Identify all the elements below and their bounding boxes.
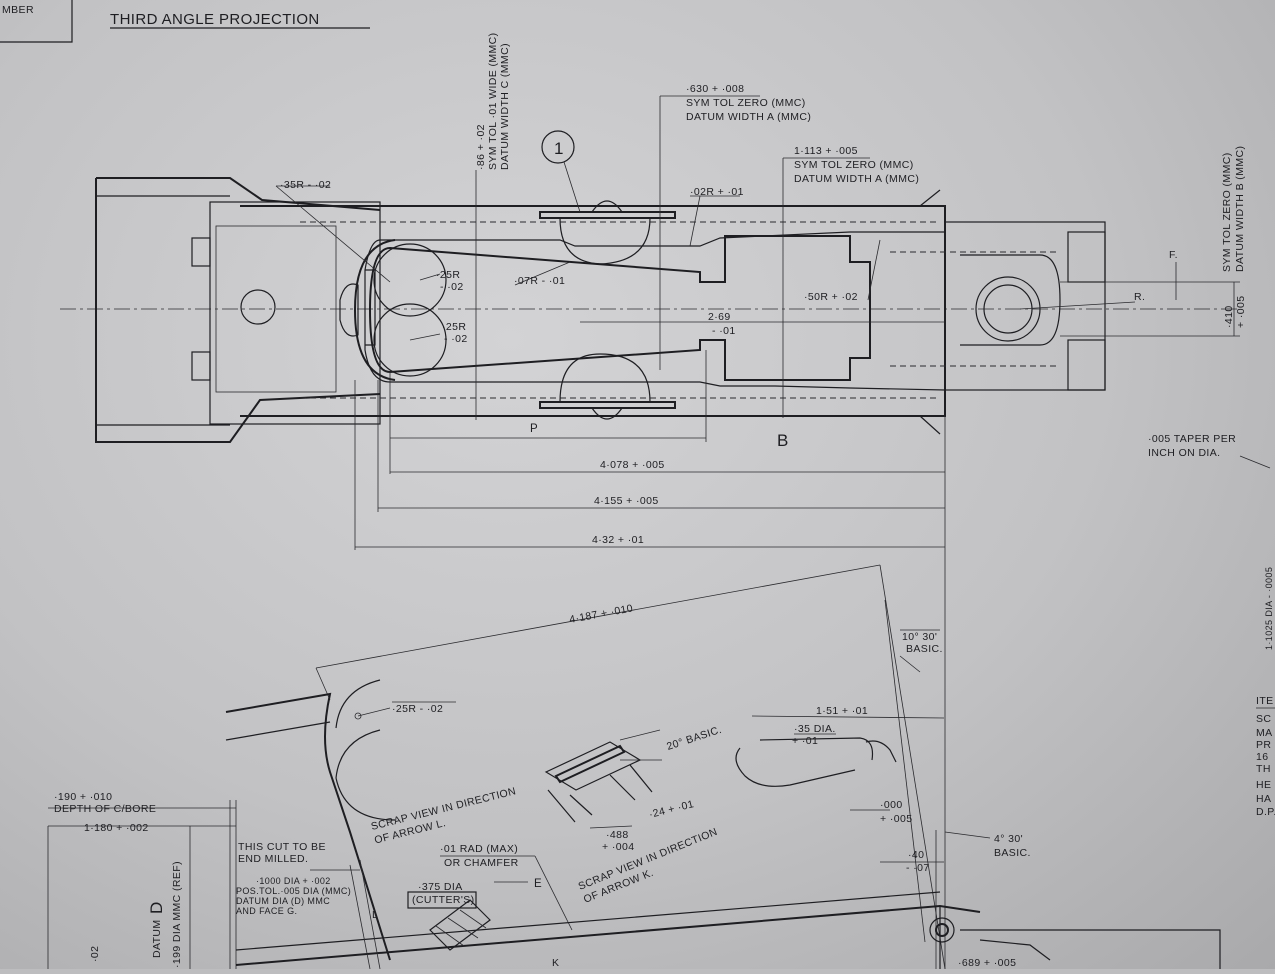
radius-25-section-label: ·25R - ·02: [392, 703, 443, 715]
rad-01-line-1: ·01 RAD (MAX): [440, 843, 518, 855]
radius-35-label: ·35R - ·02: [280, 179, 331, 191]
note-width-b-line-1: SYM TOL ZERO (MMC): [1221, 152, 1233, 272]
rad-01-line-2: OR CHAMFER: [444, 857, 519, 869]
dim-2-69-label: 2·69: [708, 311, 731, 323]
dim-1-51-label: 1·51 + ·01: [816, 705, 868, 717]
note-width-c-line-3: DATUM WIDTH C (MMC): [499, 43, 511, 170]
note-630-line-2: SYM TOL ZERO (MMC): [686, 97, 806, 109]
dim-000-label: ·000: [880, 799, 903, 811]
angle-4-30-label: 4° 30': [994, 833, 1023, 845]
end-mill-line-2: END MILLED.: [238, 853, 308, 865]
dim-2-69-tol: - ·01: [712, 325, 736, 337]
note-width-b-line-2: DATUM WIDTH B (MMC): [1234, 146, 1246, 272]
item-fragment-6: TH: [1256, 763, 1271, 775]
note-width-c-line-2: SYM TOL ·01 WIDE (MMC): [487, 32, 499, 170]
item-fragment-5: 16: [1256, 751, 1268, 763]
angle-10-30-label: 10° 30': [902, 631, 937, 643]
label-f: F.: [1169, 249, 1178, 261]
dim-40-label: ·40: [908, 849, 924, 861]
right-edge-vertical-dim: 1·1025 DIA - ·0005: [1264, 567, 1274, 650]
right-edge-title-fragments: 1·1025 DIA - ·0005 ITE SC MA PR 16 TH HE…: [1256, 567, 1275, 818]
label-e: E: [534, 878, 542, 890]
dim-410-tol: + ·005: [1235, 296, 1247, 328]
dim-4-078-label: 4·078 + ·005: [600, 459, 665, 471]
title-block-corner: MBER THIRD ANGLE PROJECTION: [0, 0, 370, 43]
dim-000-tol: + ·005: [880, 813, 912, 825]
taper-note-line-1: ·005 TAPER PER: [1148, 433, 1236, 445]
cbore-line-1: ·190 + ·010: [54, 791, 112, 803]
dim-488-label: ·488: [606, 829, 629, 841]
angle-10-30-basic: BASIC.: [906, 643, 943, 655]
note-1113-line-3: DATUM WIDTH A (MMC): [794, 173, 919, 185]
pos-tol-line-2: POS.TOL.·005 DIA (MMC): [236, 886, 351, 896]
radius-25-top-tol: - ·02: [440, 281, 464, 293]
projection-title: THIRD ANGLE PROJECTION: [110, 11, 320, 28]
angle-20-basic-label: 20° BASIC.: [665, 724, 723, 753]
dim-1-180-label: 1·180 + ·002: [84, 822, 149, 834]
pos-tol-line-1: ·1000 DIA + ·002: [256, 876, 331, 886]
dim-02-side-label: ·02: [89, 946, 101, 962]
dia-35-tol: + ·01: [792, 735, 818, 747]
scrap-view-k-line-1: SCRAP VIEW IN DIRECTION: [577, 826, 720, 893]
item-fragment-2: SC: [1256, 713, 1271, 725]
datum-d-dia-label: ·199 DIA MMC (REF): [171, 861, 183, 968]
item-fragment-9: D.P.: [1256, 806, 1275, 818]
end-mill-line-1: THIS CUT TO BE: [238, 841, 326, 853]
item-balloon-number: 1: [554, 139, 563, 158]
pos-tol-line-4: AND FACE G.: [236, 906, 297, 916]
angle-4-30-basic: BASIC.: [994, 847, 1031, 859]
dim-40-tol: - ·07: [906, 862, 930, 874]
note-1113-line-1: 1·113 + ·005: [794, 145, 858, 157]
dim-4-155-label: 4·155 + ·005: [594, 495, 659, 507]
radius-25-bottom-label: ·25R: [442, 321, 466, 333]
radius-07-label: ·07R - ·01: [514, 275, 565, 287]
radius-02-label: ·02R + ·01: [690, 186, 744, 198]
dim-689-label: ·689 + ·005: [958, 957, 1016, 969]
section-view: 4·187 + ·010 10° 30' BASIC. ·25R - ·02 S…: [47, 564, 1221, 970]
datum-d-letter: D: [147, 902, 166, 914]
plan-view: 1 ·35R - ·02 ·02R + ·01 ·25R - ·02 ·07R …: [60, 32, 1271, 969]
note-width-c-line-1: ·86 + ·02: [475, 124, 487, 170]
cutter-line-1: ·375 DIA: [418, 881, 463, 893]
note-630-line-1: ·630 + ·008: [686, 83, 744, 95]
radius-50-label: ·50R + ·02: [804, 291, 858, 303]
label-r: R.: [1134, 291, 1145, 303]
cbore-line-2: DEPTH OF C/BORE: [54, 803, 156, 815]
label-b: B: [777, 431, 788, 450]
item-fragment-8: HA: [1256, 793, 1271, 805]
pos-tol-line-3: DATUM DIA (D) MMC: [236, 896, 330, 906]
label-k: K: [552, 957, 559, 969]
label-l: L: [372, 909, 378, 921]
dia-35-label: ·35 DIA.: [794, 723, 836, 735]
cutter-line-2: (CUTTER'S): [412, 894, 475, 906]
dim-24-label: ·24 + ·01: [648, 798, 695, 821]
item-fragment-7: HE: [1256, 779, 1271, 791]
radius-25-bottom-tol: - ·02: [444, 333, 468, 345]
item-fragment-4: PR: [1256, 739, 1271, 751]
dim-488-tol: + ·004: [602, 841, 634, 853]
dim-4-187-label: 4·187 + ·010: [568, 602, 634, 626]
dim-4-32-label: 4·32 + ·01: [592, 534, 644, 546]
label-p: P: [530, 423, 538, 435]
radius-25-top-label: ·25R: [436, 269, 460, 281]
taper-note-line-2: INCH ON DIA.: [1148, 447, 1220, 459]
note-1113-line-2: SYM TOL ZERO (MMC): [794, 159, 914, 171]
drawing-number-label: MBER: [2, 4, 34, 16]
item-fragment-3: MA: [1256, 727, 1273, 739]
item-fragment-1: ITE: [1256, 695, 1274, 707]
dim-410-label: ·410: [1223, 305, 1235, 328]
datum-d-word: DATUM: [151, 919, 163, 958]
note-630-line-3: DATUM WIDTH A (MMC): [686, 111, 811, 123]
